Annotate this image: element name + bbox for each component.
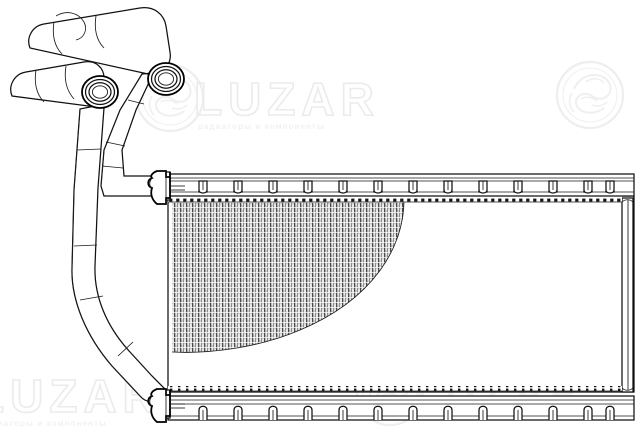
watermark-tagline-text: радиаторы и компоненты <box>198 122 325 131</box>
tube-slot <box>268 180 278 194</box>
tube-slot <box>583 405 593 420</box>
tube-slot <box>443 405 453 420</box>
bottom-tank <box>167 386 635 421</box>
lower-flange-connector <box>147 388 185 423</box>
tube-slot <box>605 405 615 420</box>
core-block <box>167 195 635 393</box>
tube-slot <box>513 180 523 194</box>
top-tube-slots <box>198 180 615 194</box>
tube-slot <box>233 405 243 420</box>
top-tank <box>167 173 635 203</box>
tube-slot <box>605 180 615 194</box>
tube-slot <box>408 180 418 194</box>
tube-slot <box>338 405 348 420</box>
tube-slot <box>338 180 348 194</box>
lower-outlet-pipe <box>10 61 169 403</box>
right-side-plate <box>621 197 634 393</box>
tube-slot <box>198 405 208 420</box>
tube-slot <box>478 405 488 420</box>
tube-slot <box>373 180 383 194</box>
tube-slot <box>478 180 488 194</box>
pipe-assembly <box>10 7 185 403</box>
tube-slot <box>548 180 558 194</box>
bottom-tube-slots <box>198 405 615 420</box>
tube-slot <box>373 405 383 420</box>
upper-pipe-collar <box>147 62 185 96</box>
tube-slot <box>198 180 208 194</box>
top-louvre-strip <box>168 196 622 202</box>
watermark-top-right-emblem <box>555 60 625 130</box>
tube-slot <box>583 180 593 194</box>
bottom-tick-strip <box>168 386 622 391</box>
tube-slot <box>268 405 278 420</box>
tube-slot <box>233 180 243 194</box>
lower-pipe-collar <box>81 75 119 109</box>
tube-slot <box>303 180 313 194</box>
tube-slot <box>303 405 313 420</box>
tube-slot <box>443 180 453 194</box>
watermark-brand-text: LUZAR <box>194 73 380 125</box>
watermark-tagline-text-bl: радиаторы и компоненты <box>0 419 107 428</box>
upper-flange-connector <box>147 170 185 205</box>
tube-slot <box>548 405 558 420</box>
fin-region-boundary <box>171 199 405 353</box>
tube-slot <box>408 405 418 420</box>
watermark-center-top: LUZAR радиаторы и компоненты <box>135 63 380 133</box>
tube-slot <box>513 405 523 420</box>
